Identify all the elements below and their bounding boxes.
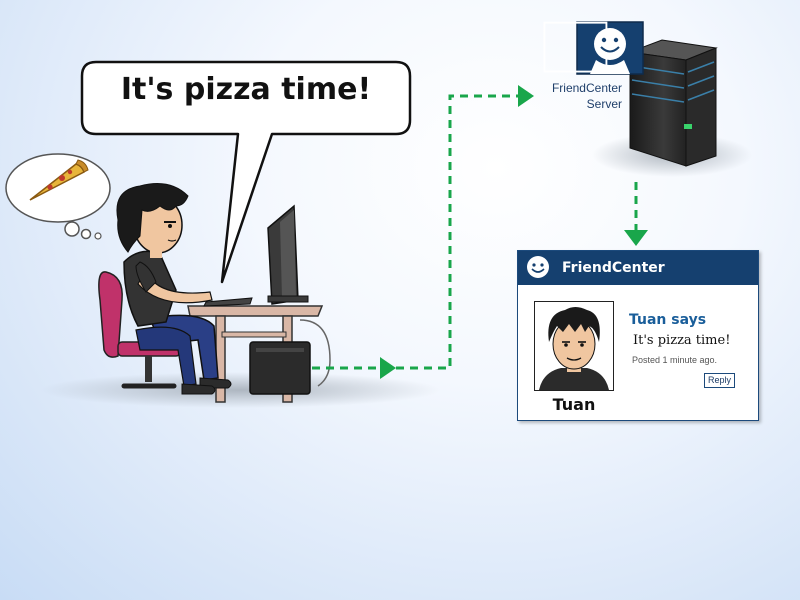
flow-arrow-to-server <box>312 85 534 379</box>
card-header: FriendCenter <box>518 251 758 285</box>
desk-shadow <box>40 372 440 408</box>
monitor-icon <box>267 204 309 305</box>
post-message: It's pizza time! <box>633 333 731 348</box>
smiley-logo-icon <box>543 21 644 75</box>
avatar[interactable] <box>534 301 614 391</box>
thought-bubble <box>5 153 111 240</box>
server-label-line2: Server <box>586 97 622 111</box>
card-title: FriendCenter <box>562 260 665 276</box>
pizza-slice-icon <box>29 159 89 201</box>
server-label: FriendCenter Server <box>540 80 622 112</box>
avatar-name: Tuan <box>552 395 596 414</box>
post-timestamp: Posted 1 minute ago. <box>632 355 718 365</box>
server-tower-icon <box>629 39 718 167</box>
speech-bubble <box>80 60 412 284</box>
speech-bubble-text: It's pizza time! <box>120 72 372 107</box>
reply-button[interactable]: Reply <box>704 373 735 388</box>
friendcenter-card: FriendCenter Tuan Tuan says It's pizza t… <box>517 250 759 421</box>
person-typing <box>116 183 232 395</box>
smiley-logo-icon <box>527 256 549 278</box>
post-author[interactable]: Tuan says <box>629 312 707 328</box>
server-label-line1: FriendCenter <box>551 81 622 95</box>
flow-arrow-to-friendcenter <box>624 182 648 246</box>
computer-desk <box>187 204 331 403</box>
avatar-face-icon <box>539 307 609 390</box>
